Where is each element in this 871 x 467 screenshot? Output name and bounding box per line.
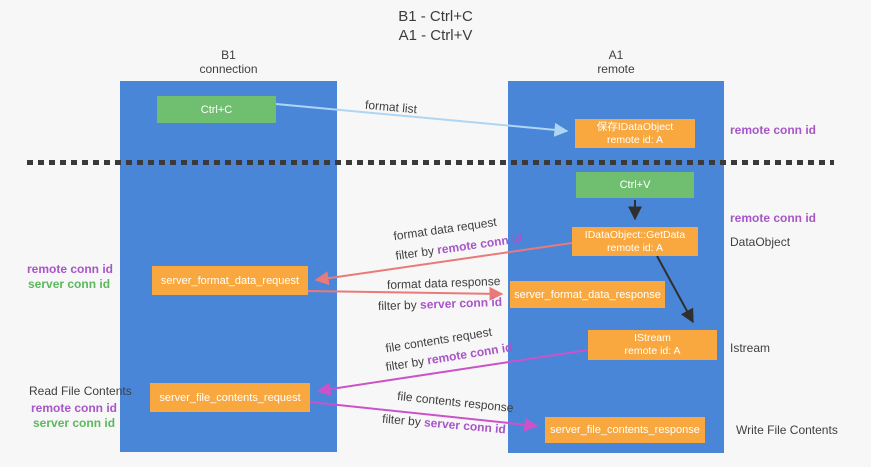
right-istream-label: Istream bbox=[730, 341, 771, 355]
server-file-contents-request-label: server_file_contents_request bbox=[159, 391, 301, 404]
filter-by-text: filter by bbox=[377, 297, 421, 314]
right-remote-conn-id-top: remote conn id bbox=[730, 123, 817, 137]
left-remote-conn-id-bottom: remote conn id bbox=[31, 401, 118, 415]
ctrl-c-box: Ctrl+C bbox=[157, 96, 276, 123]
getdata-line2: remote id: A bbox=[606, 242, 664, 254]
server-file-contents-response-label: server_file_contents_response bbox=[550, 424, 700, 436]
server-file-contents-request-box: server_file_contents_request bbox=[150, 383, 310, 412]
left-read-file-contents-label: Read File Contents bbox=[29, 384, 132, 398]
idataobject-getdata-box: IDataObject::GetData remote id: A bbox=[572, 227, 698, 256]
arrow-getdata-to-istream bbox=[656, 255, 694, 324]
istream-line2: remote id: A bbox=[624, 345, 681, 357]
server-file-contents-response-box: server_file_contents_response bbox=[545, 417, 705, 443]
server-format-data-request-box: server_format_data_request bbox=[152, 266, 308, 295]
save-idataobject-line1: 保存IDataObject bbox=[596, 121, 674, 133]
server-conn-id-text: server conn id bbox=[419, 294, 503, 312]
istream-line1: IStream bbox=[634, 332, 671, 344]
left-server-conn-id-top: server conn id bbox=[28, 277, 111, 291]
getdata-line1: IDataObject::GetData bbox=[584, 229, 686, 241]
lifeline-b1-title: B1 bbox=[221, 48, 236, 62]
left-server-conn-id-bottom: server conn id bbox=[33, 416, 116, 430]
lifeline-b1-subtitle: connection bbox=[199, 62, 258, 76]
ctrl-c-label: Ctrl+C bbox=[200, 103, 233, 116]
arrow-format-data-request bbox=[314, 242, 573, 286]
arrow-file-contents-response bbox=[309, 401, 539, 432]
right-dataobject-label: DataObject bbox=[730, 235, 791, 249]
title-line-2: A1 - Ctrl+V bbox=[398, 27, 473, 44]
lifeline-a1-subtitle: remote bbox=[597, 62, 635, 76]
left-remote-conn-id-top: remote conn id bbox=[27, 262, 114, 276]
save-idataobject-box: 保存IDataObject remote id: A bbox=[575, 119, 695, 148]
arrow-format-list bbox=[275, 103, 569, 137]
server-format-data-request-label: server_format_data_request bbox=[160, 274, 300, 287]
right-remote-conn-id-mid: remote conn id bbox=[730, 211, 817, 225]
arrow-format-data-response bbox=[307, 286, 504, 301]
server-format-data-response-label: server_format_data_response bbox=[514, 288, 661, 301]
ctrl-v-label: Ctrl+V bbox=[619, 179, 651, 191]
lifeline-header-a1: A1 remote bbox=[508, 48, 724, 76]
server-format-data-response-box: server_format_data_response bbox=[510, 281, 665, 308]
save-idataobject-line2: remote id: A bbox=[606, 134, 664, 146]
istream-box: IStream remote id: A bbox=[588, 330, 717, 360]
title-line-1: B1 - Ctrl+C bbox=[398, 8, 473, 25]
lifeline-a1-title: A1 bbox=[608, 48, 624, 62]
diagram-title: B1 - Ctrl+C A1 - Ctrl+V bbox=[0, 7, 871, 45]
arrow-file-contents-request bbox=[316, 349, 589, 397]
right-write-file-contents-label: Write File Contents bbox=[736, 423, 838, 437]
ctrl-v-box: Ctrl+V bbox=[576, 172, 694, 198]
lifeline-header-b1: B1 connection bbox=[120, 48, 337, 76]
dashed-divider-line bbox=[27, 160, 834, 165]
